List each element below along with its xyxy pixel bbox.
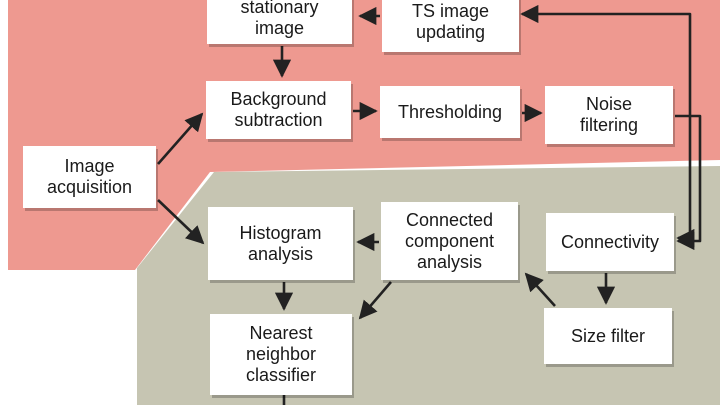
node-label: Nearest neighbor classifier bbox=[245, 323, 317, 385]
edge-connected-component-analysis-to-nearest-neighbor-classifier bbox=[358, 281, 392, 320]
node-label: Background subtraction bbox=[230, 89, 327, 130]
node-connected-component-analysis: Connected component analysis bbox=[381, 202, 518, 280]
edge-image-acquisition-to-histogram-analysis bbox=[157, 199, 205, 245]
node-label: Size filter bbox=[570, 325, 646, 346]
node-label: Connected component analysis bbox=[404, 209, 495, 272]
node-thresholding: Thresholding bbox=[380, 86, 520, 138]
edges-layer bbox=[157, 4, 702, 405]
node-label: Histogram analysis bbox=[239, 222, 322, 264]
node-image-acquisition: Image acquisition bbox=[23, 146, 156, 208]
node-label: Image acquisition bbox=[46, 156, 133, 197]
edge-image-acquisition-to-background-subtraction bbox=[157, 112, 204, 165]
edge-size-filter-to-connected-component-analysis bbox=[524, 272, 556, 307]
node-ts-image-updating: TS image updating bbox=[382, 0, 519, 52]
node-noise-filtering: Noise filtering bbox=[545, 86, 673, 144]
node-stationary-image: stationary image bbox=[207, 0, 352, 44]
node-label: stationary image bbox=[240, 0, 319, 38]
node-size-filter: Size filter bbox=[544, 308, 672, 364]
node-connectivity: Connectivity bbox=[546, 213, 674, 271]
node-nearest-neighbor-classifier: Nearest neighbor classifier bbox=[210, 314, 352, 395]
node-background-subtraction: Background subtraction bbox=[206, 81, 351, 139]
node-label: Connectivity bbox=[560, 231, 660, 252]
edge-connectivity-to-ts-image-updating bbox=[520, 4, 695, 248]
node-label: Thresholding bbox=[397, 101, 503, 122]
node-histogram-analysis: Histogram analysis bbox=[208, 207, 353, 280]
node-label: Noise filtering bbox=[579, 94, 639, 135]
node-label: TS image updating bbox=[411, 1, 490, 42]
